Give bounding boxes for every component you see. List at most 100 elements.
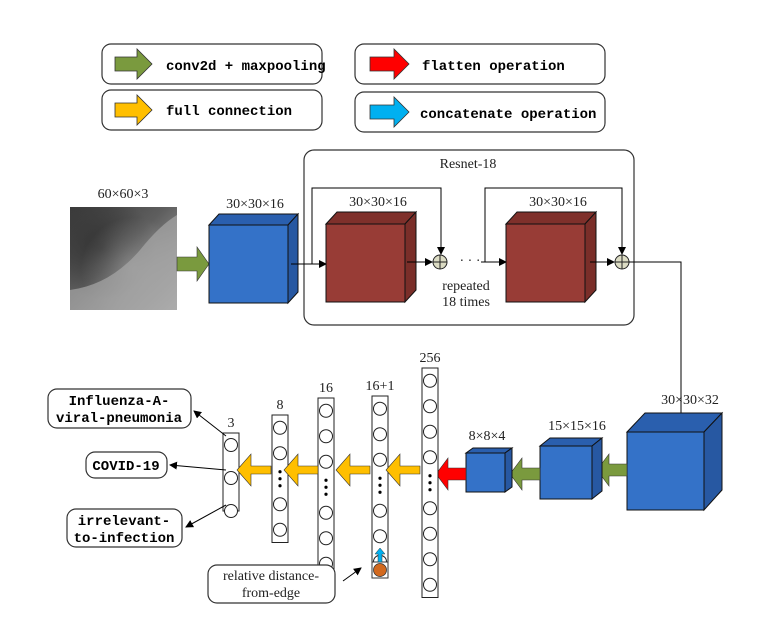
- extra-feature-label-line1: relative distance-: [223, 569, 319, 584]
- legend-label: concatenate operation: [420, 107, 596, 123]
- dense-layer-size-label: 8: [277, 398, 284, 413]
- neuron-node: [373, 529, 387, 544]
- neuron-node: [319, 454, 333, 469]
- residual-block-18: [504, 210, 598, 304]
- legend-label: full connection: [166, 104, 292, 120]
- add-operation-icon: [614, 254, 630, 270]
- output-label: Influenza-A-: [69, 394, 170, 410]
- dense-layer-3: 3: [222, 416, 240, 518]
- ellipsis-dot: [324, 478, 328, 482]
- ellipsis-dot: [428, 488, 432, 492]
- output-label: irrelevant-: [78, 514, 170, 530]
- conv4-feature-map: [464, 447, 514, 493]
- neuron-node: [224, 471, 238, 485]
- conv3-size-label: 15×15×16: [548, 419, 606, 434]
- output-label: viral-pneumonia: [56, 411, 183, 427]
- dense-layer-size-label: 256: [420, 351, 441, 366]
- neuron-node: [423, 450, 437, 465]
- conv-maxpool-arrow: [596, 453, 628, 487]
- ellipsis-dot: [378, 483, 382, 487]
- resnet-title: Resnet-18: [440, 157, 497, 172]
- neuron-node: [273, 446, 287, 461]
- output-irrelevant: irrelevant- to-infection: [66, 508, 183, 548]
- ellipsis-dot: [428, 481, 432, 485]
- repeat-label-line2: 18 times: [442, 295, 490, 310]
- input-size-label: 60×60×3: [98, 187, 149, 202]
- full-connection-arrow: [283, 453, 319, 487]
- input-xray-image: [70, 207, 177, 310]
- neuron-node: [319, 403, 333, 418]
- legend: conv2d + maxpooling flatten operation fu…: [101, 43, 606, 133]
- neuron-node: [423, 577, 437, 592]
- neuron-node: [373, 452, 387, 467]
- output-label: COVID-19: [92, 459, 159, 475]
- concatenate-arrow: [374, 547, 386, 563]
- conv4-size-label: 8×8×4: [469, 429, 506, 444]
- ellipsis-dot: [324, 492, 328, 496]
- neuron-node: [319, 505, 333, 520]
- legend-item-conv: conv2d + maxpooling: [101, 43, 326, 85]
- ellipsis-dot: [324, 485, 328, 489]
- conv2-size-label: 30×30×32: [661, 393, 719, 408]
- dense-layers: 256 16+1 16 8 3: [222, 351, 441, 598]
- ellipsis-dot: [278, 484, 282, 488]
- neuron-node: [373, 427, 387, 442]
- legend-item-concatenate: concatenate operation: [354, 91, 606, 133]
- conv-maxpool-arrow: [509, 457, 541, 491]
- neuron-node: [423, 526, 437, 541]
- neuron-node: [224, 504, 238, 518]
- full-connection-arrow: [385, 453, 421, 487]
- yellow-arrow-icon: [114, 94, 153, 126]
- conv1-size-label: 30×30×16: [226, 197, 284, 212]
- conv-maxpool-arrow: [176, 246, 210, 282]
- neuron-node: [423, 399, 437, 414]
- neuron-node: [273, 497, 287, 512]
- ellipsis-dot: [428, 474, 432, 478]
- resnet-block: Resnet-18 30×30×16 · · · repeated 18 tim…: [291, 149, 635, 326]
- neuron-node: [273, 420, 287, 435]
- neuron-node: [423, 424, 437, 439]
- dense-layer-size-label: 3: [228, 416, 235, 431]
- extra-feature-label-line2: from-edge: [242, 586, 300, 601]
- neuron-node: [273, 522, 287, 537]
- neuron-node: [373, 401, 387, 416]
- red-arrow-icon: [369, 48, 410, 80]
- dense-layer-size-label: 16: [319, 381, 333, 396]
- flatten-arrow: [435, 457, 467, 491]
- blue-arrow-icon: [369, 96, 410, 128]
- residual-block-1: [324, 210, 418, 304]
- output-covid19: COVID-19: [85, 451, 168, 479]
- conv2-feature-map: [625, 411, 724, 512]
- ellipsis-dot: [378, 490, 382, 494]
- dense-layer-size-label: 16+1: [366, 379, 395, 394]
- residual-block-1-label: 30×30×16: [349, 195, 407, 210]
- output-influenza: Influenza-A- viral-pneumonia: [47, 388, 192, 429]
- legend-item-full-connection: full connection: [101, 89, 323, 131]
- neuron-node: [423, 373, 437, 388]
- residual-block-18-label: 30×30×16: [529, 195, 587, 210]
- legend-item-flatten: flatten operation: [354, 43, 606, 85]
- full-connection-arrow: [236, 453, 272, 487]
- green-arrow-icon: [114, 48, 153, 80]
- neuron-node: [423, 552, 437, 567]
- add-operation-icon: [432, 254, 448, 270]
- neuron-node: [319, 531, 333, 546]
- legend-label: conv2d + maxpooling: [166, 59, 326, 75]
- full-connection-arrow: [335, 453, 371, 487]
- output-label: to-infection: [74, 531, 175, 547]
- conv3-feature-map: [538, 436, 604, 501]
- neuron-node: [423, 501, 437, 516]
- dense-layer-16: 16: [317, 381, 335, 577]
- extra-feature-node: [371, 561, 389, 579]
- neuron-node: [224, 438, 238, 452]
- dense-layer-256: 256: [420, 351, 441, 598]
- ellipsis-dot: [278, 477, 282, 481]
- repeat-ellipsis: · · ·: [460, 254, 481, 269]
- legend-label: flatten operation: [422, 59, 565, 75]
- neuron-node: [373, 503, 387, 518]
- ellipsis-dot: [278, 470, 282, 474]
- ellipsis-dot: [378, 476, 382, 480]
- conv1-feature-map: [207, 212, 300, 305]
- neuron-node: [319, 429, 333, 444]
